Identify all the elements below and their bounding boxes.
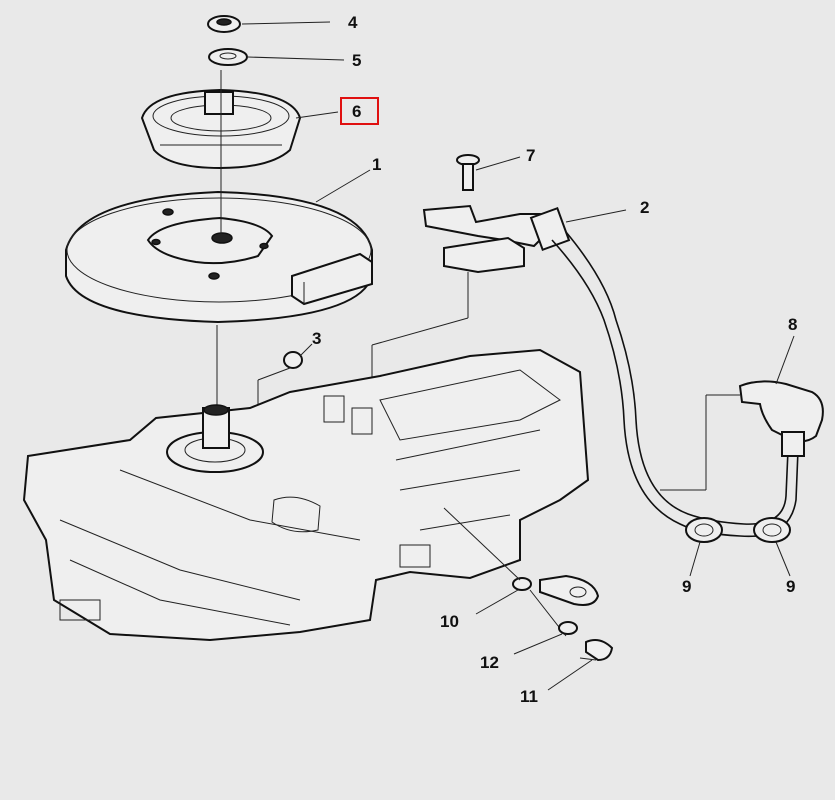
callout-4: 4 [348, 13, 358, 32]
callout-12: 12 [480, 653, 499, 672]
callout-leader-lines [241, 21, 795, 691]
high-tension-cable-outer [565, 231, 789, 525]
engine-block [22, 348, 590, 642]
part-5-washer [208, 48, 248, 66]
callout-2: 2 [640, 198, 649, 217]
callout-1: 1 [372, 155, 381, 174]
callout-6-highlight-box [340, 97, 379, 125]
part-12-washer [558, 621, 578, 635]
callout-5: 5 [352, 51, 361, 70]
part-4-nut [207, 15, 241, 33]
callout-11: 11 [520, 687, 538, 706]
part-3-screw [257, 351, 303, 420]
part-1-flywheel [65, 190, 373, 324]
part-11-screw [579, 639, 614, 662]
callout-9-left: 9 [682, 577, 691, 596]
part-10-ground-lead [443, 507, 600, 637]
part-7-bolt [456, 154, 480, 191]
part-8-plug-cap [660, 380, 824, 491]
callout-6: 6 [352, 102, 361, 121]
callout-7: 7 [526, 146, 535, 165]
callout-3: 3 [312, 329, 321, 348]
callout-9-right: 9 [786, 577, 795, 596]
part-9-grommets [685, 517, 791, 543]
part-2-ignition-coil [371, 204, 571, 420]
callout-8: 8 [788, 315, 797, 334]
callout-10: 10 [440, 612, 459, 631]
